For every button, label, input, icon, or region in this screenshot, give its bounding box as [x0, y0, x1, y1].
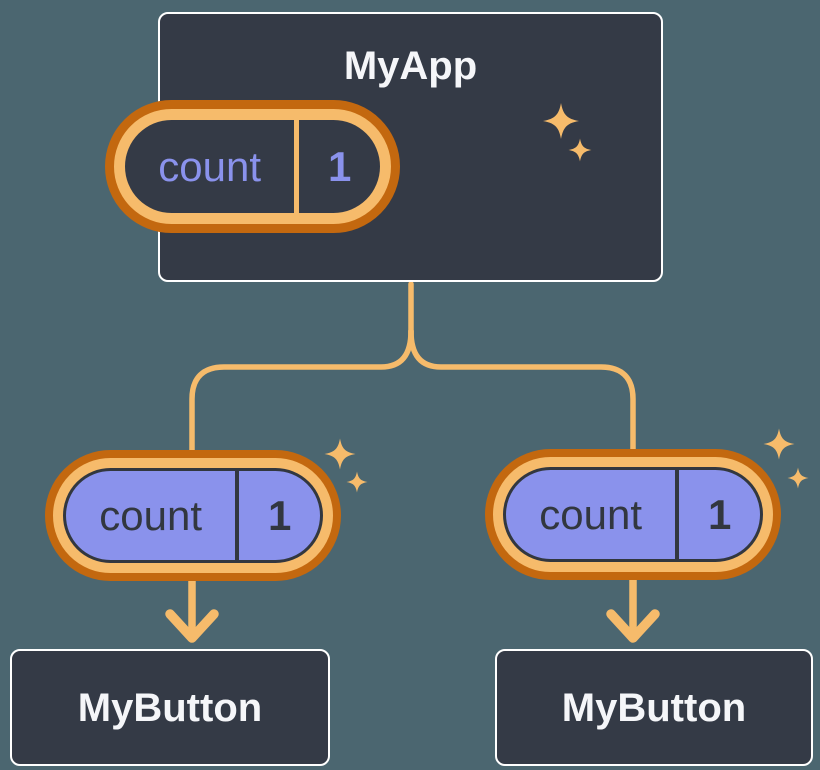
sparkle-icon: [787, 467, 809, 489]
pill-divider: [675, 470, 680, 559]
prop-name: count: [539, 490, 643, 538]
node-mybutton-right: MyButton: [495, 649, 813, 766]
connector-branch-left: [189, 328, 414, 455]
node-mybutton-right-title: MyButton: [561, 685, 747, 730]
state-pill-inner: count 1: [125, 120, 380, 213]
prop-pill-right: count 1: [485, 449, 781, 580]
node-myapp-title: MyApp: [343, 44, 478, 88]
node-mybutton-left-title: MyButton: [77, 685, 263, 730]
prop-pill-left: count 1: [45, 450, 341, 581]
pill-divider: [294, 120, 300, 213]
prop-value: 1: [268, 491, 292, 539]
sparkle-icon: [324, 438, 356, 470]
state-name: count: [158, 142, 262, 190]
prop-name: count: [99, 491, 203, 539]
connector-branch-right: [408, 328, 636, 455]
prop-pill-left-inner: count 1: [63, 468, 323, 563]
prop-value: 1: [708, 490, 732, 538]
pill-divider: [235, 471, 240, 560]
arrow-left-head-icon: [165, 609, 219, 643]
state-value: 1: [328, 142, 352, 190]
arrow-right-head-icon: [606, 609, 660, 643]
state-pill-count: count 1: [105, 100, 400, 233]
prop-pill-right-inner: count 1: [503, 467, 763, 562]
sparkle-icon: [346, 471, 368, 493]
sparkle-icon: [763, 428, 795, 460]
node-mybutton-left: MyButton: [10, 649, 330, 766]
